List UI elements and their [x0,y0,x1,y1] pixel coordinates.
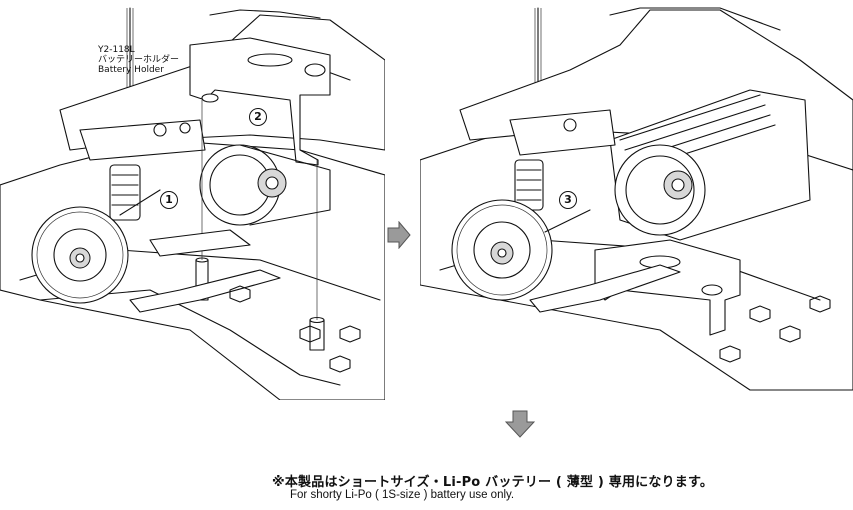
arrow-right-icon [387,221,411,249]
part-code: Y2-118L [98,45,135,55]
part-name-en: Battery Holder [98,65,164,75]
step-1-marker: 1 [160,191,178,209]
right-assembly-illustration: 3 [419,0,853,400]
step-2-marker: 2 [249,108,267,126]
chassis-drawing-left [0,7,386,401]
battery-holder-label: Y2-118L バッテリーホルダー Battery Holder [98,45,179,75]
usage-note-en: For shorty Li-Po ( 1S-size ) battery use… [290,489,515,501]
usage-note-jp: ※本製品はショートサイズ・Li-Po バッテリー ( 薄型 ) 専用になります。 [272,475,714,490]
step-3-marker: 3 [559,191,577,209]
chassis-drawing-right [419,7,853,391]
arrow-down-icon [505,410,535,438]
left-assembly-illustration: Y2-118L バッテリーホルダー Battery Holder 1 2 [0,0,386,401]
part-name-jp: バッテリーホルダー [98,55,180,65]
